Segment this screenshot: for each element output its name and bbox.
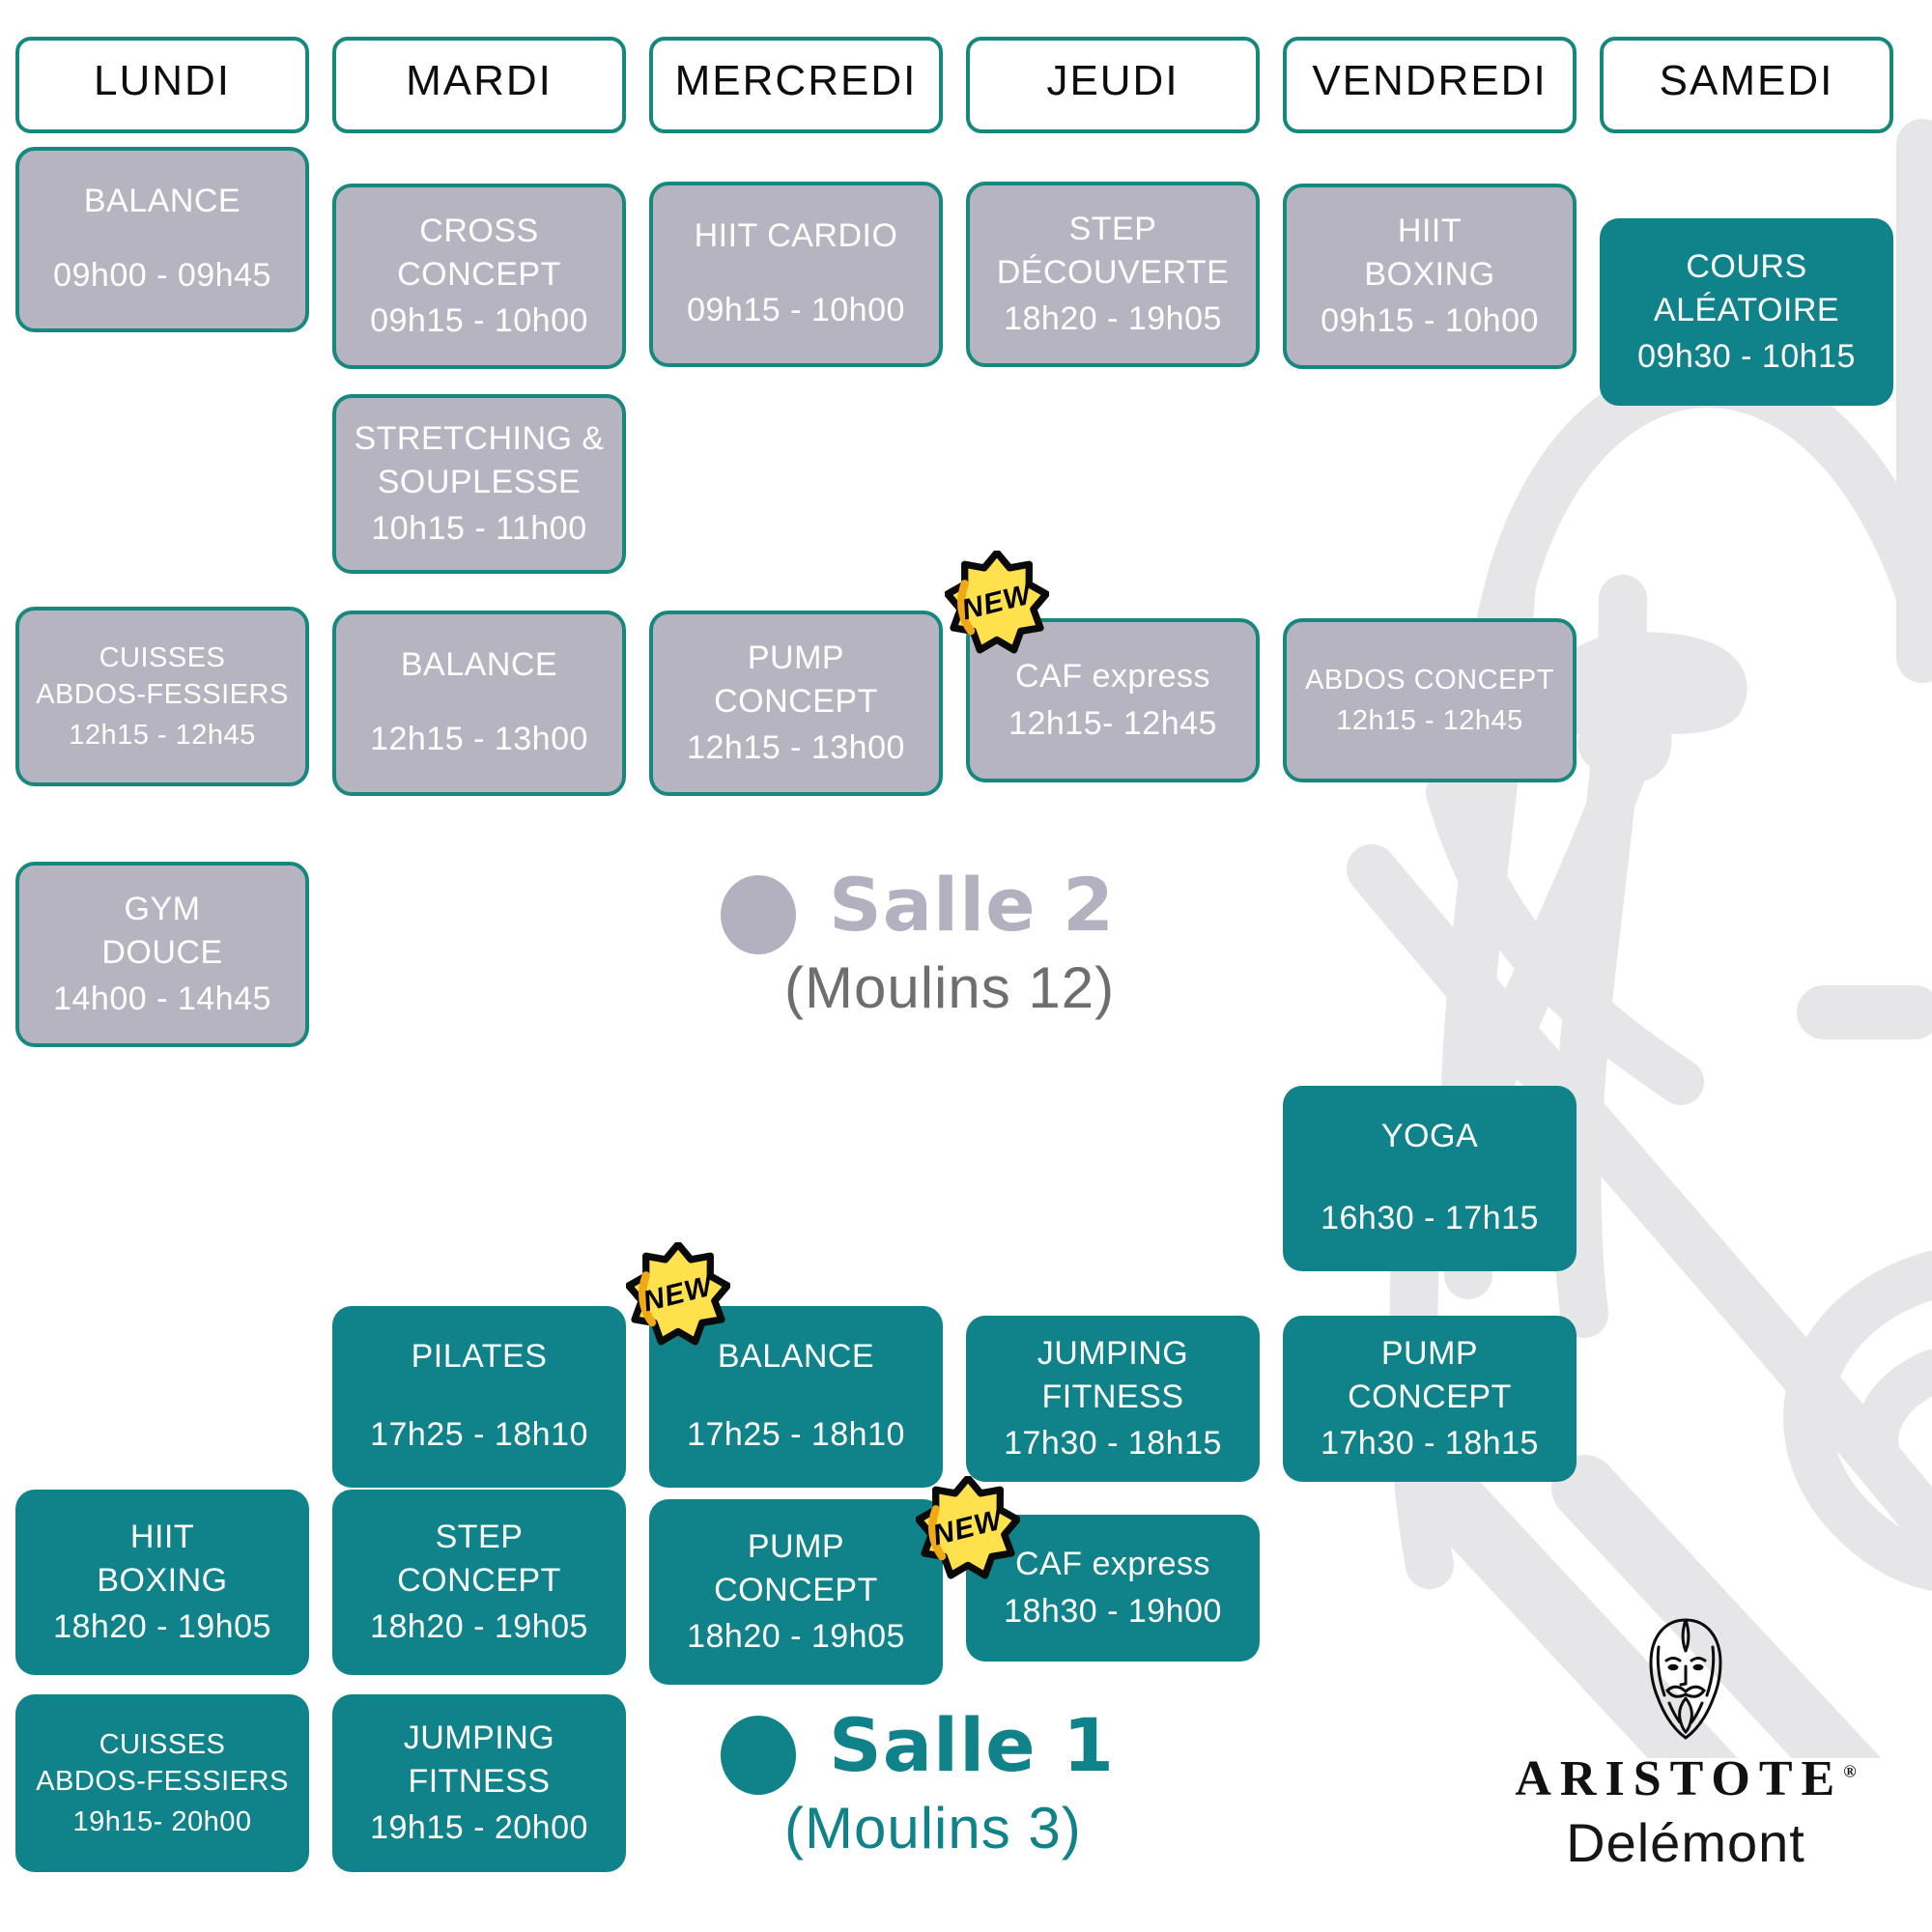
class-title: JUMPING FITNESS	[403, 1719, 555, 1800]
class-title: HIIT CARDIO	[694, 217, 898, 254]
salle1-location: (Moulins 3)	[784, 1796, 1082, 1861]
class-time: 18h20 - 19h05	[1004, 300, 1222, 338]
new-badge: NEW	[626, 1242, 730, 1347]
aristote-face-icon	[1649, 1618, 1722, 1740]
class-title: PUMP CONCEPT	[714, 1527, 878, 1608]
class-card: STRETCHING & SOUPLESSE 10h15 - 11h00	[332, 394, 626, 574]
class-card: ABDOS CONCEPT 12h15 - 12h45	[1283, 618, 1577, 782]
brand-city: Delémont	[1566, 1812, 1805, 1873]
salle2-bullet-circle	[721, 875, 796, 954]
day-header-lundi: LUNDI	[15, 37, 309, 133]
day-header-jeudi: JEUDI	[966, 37, 1260, 133]
class-time: 18h20 - 19h05	[370, 1608, 588, 1646]
class-time: 18h30 - 19h00	[1004, 1593, 1222, 1630]
class-title: ABDOS CONCEPT	[1305, 664, 1554, 696]
brand-name-text: ARISTOTE	[1515, 1751, 1844, 1806]
class-title: HIIT BOXING	[97, 1518, 228, 1599]
class-card: CAF express 12h15- 12h45	[966, 618, 1260, 782]
class-time: 17h30 - 18h15	[1004, 1425, 1222, 1463]
class-card: STEP CONCEPT 18h20 - 19h05	[332, 1490, 626, 1675]
class-time: 19h15 - 20h00	[370, 1809, 588, 1847]
class-title: BALANCE	[717, 1338, 875, 1375]
class-time: 12h15 - 12h45	[69, 720, 256, 752]
class-title: STEP CONCEPT	[397, 1518, 561, 1599]
class-time: 09h15 - 10h00	[687, 292, 905, 329]
new-badge: NEW	[916, 1476, 1020, 1580]
brand-logo: ARISTOTE® Delémont	[1502, 1615, 1869, 1874]
brand-name: ARISTOTE®	[1502, 1750, 1869, 1807]
class-title: CAF express	[1015, 658, 1210, 696]
class-time: 10h15 - 11h00	[371, 510, 587, 548]
class-title: STRETCHING & SOUPLESSE	[354, 419, 605, 500]
class-title: JUMPING FITNESS	[1037, 1334, 1189, 1415]
class-card: COURS ALÉATOIRE 09h30 - 10h15	[1600, 218, 1893, 406]
class-card: PUMP CONCEPT 18h20 - 19h05	[649, 1499, 943, 1685]
class-time: 18h20 - 19h05	[53, 1608, 271, 1646]
class-card: HIIT BOXING 09h15 - 10h00	[1283, 184, 1577, 369]
salle2-name: Salle 2	[829, 862, 1116, 948]
class-time: 18h20 - 19h05	[687, 1618, 905, 1656]
class-title: COURS ALÉATOIRE	[1653, 247, 1840, 328]
class-title: BALANCE	[400, 646, 558, 683]
aristote-face-watermark	[1347, 119, 1932, 1758]
class-time: 14h00 - 14h45	[53, 980, 271, 1018]
class-title: GYM DOUCE	[101, 890, 223, 971]
day-header-mardi: MARDI	[332, 37, 626, 133]
day-header-samedi: SAMEDI	[1600, 37, 1893, 133]
class-time: 17h25 - 18h10	[370, 1416, 588, 1454]
class-time: 17h25 - 18h10	[687, 1416, 905, 1454]
class-card: CAF express 18h30 - 19h00	[966, 1515, 1260, 1662]
class-title: HIIT BOXING	[1364, 212, 1495, 293]
class-card: BALANCE 12h15 - 13h00	[332, 611, 626, 796]
class-time: 12h15 - 13h00	[370, 721, 588, 758]
class-title: PUMP CONCEPT	[714, 639, 878, 720]
day-header-vendredi: VENDREDI	[1283, 37, 1577, 133]
class-card: CUISSES ABDOS-FESSIERS 19h15- 20h00	[15, 1694, 309, 1872]
registered-mark: ®	[1843, 1761, 1857, 1781]
class-card: CROSS CONCEPT 09h15 - 10h00	[332, 184, 626, 369]
class-card: JUMPING FITNESS 17h30 - 18h15	[966, 1316, 1260, 1482]
class-card: PUMP CONCEPT 17h30 - 18h15	[1283, 1316, 1577, 1482]
class-time: 16h30 - 17h15	[1321, 1200, 1539, 1237]
class-time: 19h15- 20h00	[72, 1806, 252, 1838]
class-card: JUMPING FITNESS 19h15 - 20h00	[332, 1694, 626, 1872]
class-card: STEP DÉCOUVERTE 18h20 - 19h05	[966, 182, 1260, 367]
class-time: 09h15 - 10h00	[1321, 302, 1539, 340]
class-card: PILATES 17h25 - 18h10	[332, 1306, 626, 1488]
class-title: CUISSES ABDOS-FESSIERS	[36, 641, 289, 710]
day-header-mercredi: MERCREDI	[649, 37, 943, 133]
class-title: CAF express	[1015, 1546, 1210, 1583]
class-card: YOGA 16h30 - 17h15	[1283, 1086, 1577, 1271]
class-title: YOGA	[1380, 1118, 1479, 1154]
class-card: HIIT BOXING 18h20 - 19h05	[15, 1490, 309, 1675]
salle1-bullet-circle	[721, 1716, 796, 1795]
class-title: CUISSES ABDOS-FESSIERS	[36, 1728, 289, 1797]
class-title: BALANCE	[83, 183, 242, 219]
class-card: BALANCE 09h00 - 09h45	[15, 147, 309, 332]
salle2-location: (Moulins 12)	[784, 955, 1116, 1020]
class-title: STEP DÉCOUVERTE	[996, 210, 1230, 291]
class-card: PUMP CONCEPT 12h15 - 13h00	[649, 611, 943, 796]
class-card: CUISSES ABDOS-FESSIERS 12h15 - 12h45	[15, 607, 309, 786]
class-time: 12h15- 12h45	[1009, 705, 1217, 742]
class-time: 09h30 - 10h15	[1637, 338, 1856, 376]
class-time: 17h30 - 18h15	[1321, 1425, 1539, 1463]
class-title: PILATES	[411, 1338, 548, 1375]
class-title: PUMP CONCEPT	[1348, 1334, 1512, 1415]
class-time: 12h15 - 13h00	[687, 729, 905, 767]
salle1-name: Salle 1	[829, 1702, 1116, 1788]
class-card: GYM DOUCE 14h00 - 14h45	[15, 862, 309, 1047]
class-card: HIIT CARDIO 09h15 - 10h00	[649, 182, 943, 367]
new-badge: NEW	[945, 551, 1049, 655]
class-time: 09h00 - 09h45	[53, 257, 271, 295]
class-title: CROSS CONCEPT	[397, 212, 561, 293]
class-time: 09h15 - 10h00	[370, 302, 588, 340]
class-time: 12h15 - 12h45	[1336, 705, 1523, 736]
